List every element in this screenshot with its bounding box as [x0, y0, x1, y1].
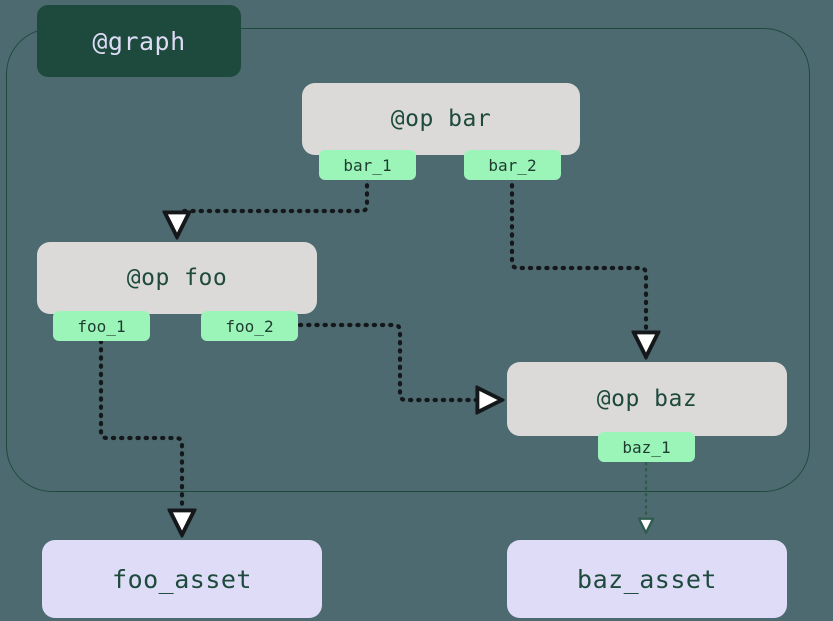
node-op-bar-label: @op bar [390, 106, 492, 132]
node-foo-asset-label: foo_asset [112, 564, 252, 594]
graph-label-text: @graph [92, 26, 186, 56]
node-op-baz-label: @op baz [596, 386, 698, 412]
node-baz-asset-label: baz_asset [577, 564, 717, 594]
port-foo-2-label: foo_2 [225, 316, 274, 336]
node-op-foo[interactable]: @op foo [37, 242, 317, 314]
port-foo-2[interactable]: foo_2 [201, 311, 298, 341]
port-bar-1-label: bar_1 [343, 155, 392, 175]
node-op-bar[interactable]: @op bar [302, 83, 580, 155]
node-op-foo-label: @op foo [126, 265, 228, 291]
node-op-baz[interactable]: @op baz [507, 362, 787, 436]
port-bar-2-label: bar_2 [488, 155, 537, 175]
port-bar-1[interactable]: bar_1 [319, 150, 416, 180]
port-baz-1-label: baz_1 [622, 437, 671, 457]
node-foo-asset[interactable]: foo_asset [42, 540, 322, 618]
graph-container-boundary [6, 28, 810, 492]
port-bar-2[interactable]: bar_2 [464, 150, 561, 180]
port-baz-1[interactable]: baz_1 [598, 432, 695, 462]
graph-label[interactable]: @graph [37, 5, 241, 77]
port-foo-1[interactable]: foo_1 [53, 311, 150, 341]
node-baz-asset[interactable]: baz_asset [507, 540, 787, 618]
port-foo-1-label: foo_1 [77, 316, 126, 336]
